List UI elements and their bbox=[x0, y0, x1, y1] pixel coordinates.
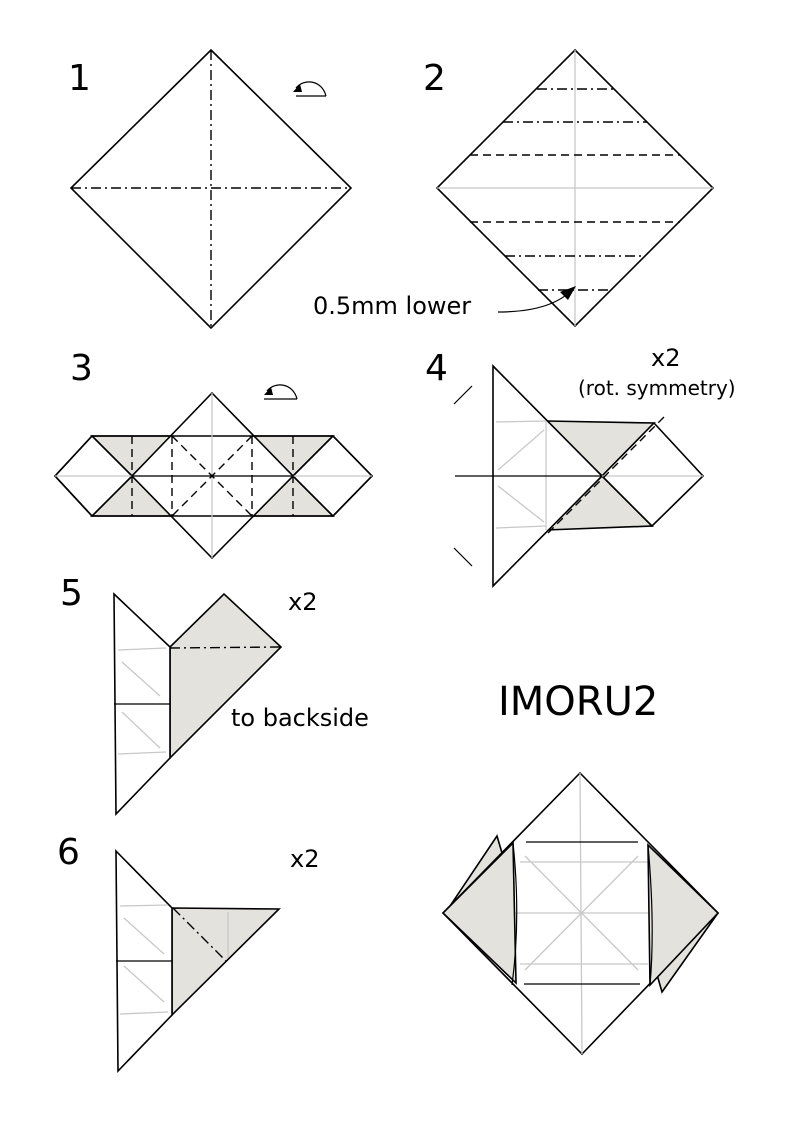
step-5-mountain-fold bbox=[169, 646, 282, 649]
step-1-number: 1 bbox=[68, 58, 91, 99]
step-5-crease bbox=[117, 751, 167, 755]
step-6-crease bbox=[123, 965, 165, 1003]
step-2-annotation: 0.5mm lower bbox=[313, 292, 471, 320]
step-5-crease bbox=[117, 647, 167, 651]
step-4-number: 4 bbox=[425, 348, 448, 389]
step-6-crease bbox=[119, 904, 169, 907]
model-side-pocket-left bbox=[441, 841, 517, 985]
step-6-repeat: x2 bbox=[290, 845, 319, 873]
step-6-number: 6 bbox=[57, 832, 80, 873]
model-crease bbox=[524, 855, 639, 971]
step-4-note: (rot. symmetry) bbox=[578, 376, 736, 400]
step-4-crease bbox=[495, 420, 547, 423]
step-2-number: 2 bbox=[423, 58, 446, 99]
step-3: 3 bbox=[53, 348, 374, 560]
step-5-crease bbox=[121, 661, 161, 697]
model-edge bbox=[647, 844, 653, 986]
step-6-mountain-fold bbox=[172, 907, 227, 962]
step-4-crease bbox=[497, 485, 545, 523]
model-edge bbox=[511, 842, 518, 986]
step-4-repeat: x2 bbox=[651, 344, 680, 372]
step-5-crease bbox=[121, 711, 161, 749]
step-1: 1 bbox=[68, 48, 353, 330]
step-6: 6 x2 bbox=[57, 832, 319, 1073]
step-5-repeat: x2 bbox=[288, 588, 317, 616]
step-5-flap bbox=[169, 592, 283, 760]
step-1-square bbox=[69, 48, 353, 330]
step-3-number: 3 bbox=[70, 348, 93, 389]
step-4-edge bbox=[453, 547, 473, 567]
step-4-edge bbox=[453, 385, 473, 405]
step-5-number: 5 bbox=[60, 573, 83, 614]
turn-over-icon bbox=[293, 81, 327, 97]
step-5: 5 x2 to backside bbox=[60, 573, 369, 816]
step-3-valley-fold bbox=[171, 435, 253, 517]
model-side-pocket-right bbox=[647, 843, 720, 987]
step-6-flap bbox=[171, 907, 281, 1017]
step-6-crease bbox=[123, 917, 165, 955]
diagram-title: IMORU2 bbox=[498, 679, 658, 725]
step-4-crease bbox=[497, 429, 545, 471]
step-4-valley-fold bbox=[547, 414, 667, 534]
turn-over-icon bbox=[264, 384, 298, 400]
step-4-right-point bbox=[600, 421, 705, 528]
finished-model bbox=[441, 771, 720, 1056]
step-2: 2 0.5mm lower bbox=[313, 48, 715, 328]
step-4-crease bbox=[495, 525, 547, 529]
step-5-annotation: to backside bbox=[231, 704, 369, 732]
pointer-arrow-icon bbox=[497, 286, 576, 313]
step-6-crease bbox=[119, 1011, 169, 1015]
step-4: 4 x2 (rot. symmetry) bbox=[425, 344, 736, 588]
